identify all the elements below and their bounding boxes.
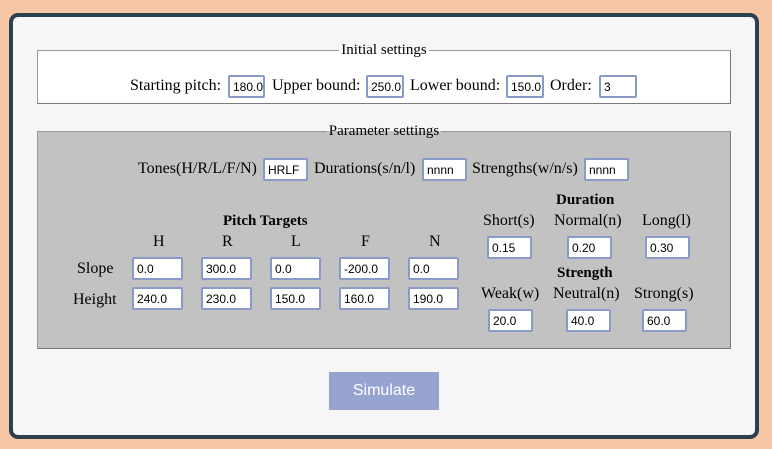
height-f-input[interactable]: [339, 287, 390, 310]
strength-neutral-input[interactable]: [566, 309, 611, 332]
duration-short-input[interactable]: [487, 236, 532, 259]
durations-label: Durations(s/n/l): [314, 160, 416, 177]
app-frame: Initial settings Starting pitch: Upper b…: [9, 13, 759, 439]
height-n-input[interactable]: [408, 287, 459, 310]
strength-weak-label: Weak(w): [481, 285, 540, 302]
lower-bound-label: Lower bound:: [410, 77, 501, 94]
upper-bound-label: Upper bound:: [272, 77, 361, 94]
tones-input[interactable]: [263, 158, 308, 181]
slope-h-input[interactable]: [132, 257, 183, 280]
pitch-targets-title: Pitch Targets: [223, 213, 308, 229]
slope-n-input[interactable]: [408, 257, 459, 280]
strengths-input[interactable]: [584, 158, 629, 181]
duration-short-label: Short(s): [483, 212, 535, 229]
slope-l-input[interactable]: [270, 257, 321, 280]
strength-strong-label: Strong(s): [634, 285, 694, 302]
duration-normal-label: Normal(n): [554, 212, 622, 229]
duration-title: Duration: [556, 192, 615, 208]
column-header-n: N: [429, 233, 441, 250]
height-label: Height: [73, 291, 117, 308]
duration-long-label: Long(l): [642, 212, 691, 229]
initial-settings-group: Initial settings Starting pitch: Upper b…: [37, 42, 731, 104]
slope-r-input[interactable]: [201, 257, 252, 280]
strengths-label: Strengths(w/n/s): [472, 160, 578, 177]
column-header-r: R: [222, 233, 233, 250]
duration-long-input[interactable]: [645, 236, 690, 259]
duration-normal-input[interactable]: [567, 236, 612, 259]
strength-strong-input[interactable]: [642, 309, 687, 332]
order-input[interactable]: [599, 75, 637, 98]
upper-bound-input[interactable]: [366, 75, 404, 98]
order-label: Order:: [550, 77, 592, 94]
column-header-h: H: [153, 233, 165, 250]
parameter-settings-group: Parameter settings Tones(H/R/L/F/N) Dura…: [37, 123, 731, 349]
slope-f-input[interactable]: [339, 257, 390, 280]
lower-bound-input[interactable]: [506, 75, 544, 98]
starting-pitch-label: Starting pitch:: [130, 77, 222, 94]
height-r-input[interactable]: [201, 287, 252, 310]
strength-neutral-label: Neutral(n): [553, 285, 620, 302]
height-l-input[interactable]: [270, 287, 321, 310]
height-h-input[interactable]: [132, 287, 183, 310]
strength-title: Strength: [557, 265, 613, 281]
column-header-f: F: [361, 233, 370, 250]
parameter-settings-legend: Parameter settings: [328, 123, 440, 139]
strength-weak-input[interactable]: [488, 309, 533, 332]
column-header-l: L: [291, 233, 301, 250]
starting-pitch-input[interactable]: [228, 75, 265, 98]
simulate-button[interactable]: Simulate: [329, 372, 439, 410]
slope-label: Slope: [77, 260, 114, 277]
durations-input[interactable]: [422, 158, 467, 181]
tones-label: Tones(H/R/L/F/N): [138, 160, 257, 177]
initial-settings-legend: Initial settings: [341, 42, 427, 58]
